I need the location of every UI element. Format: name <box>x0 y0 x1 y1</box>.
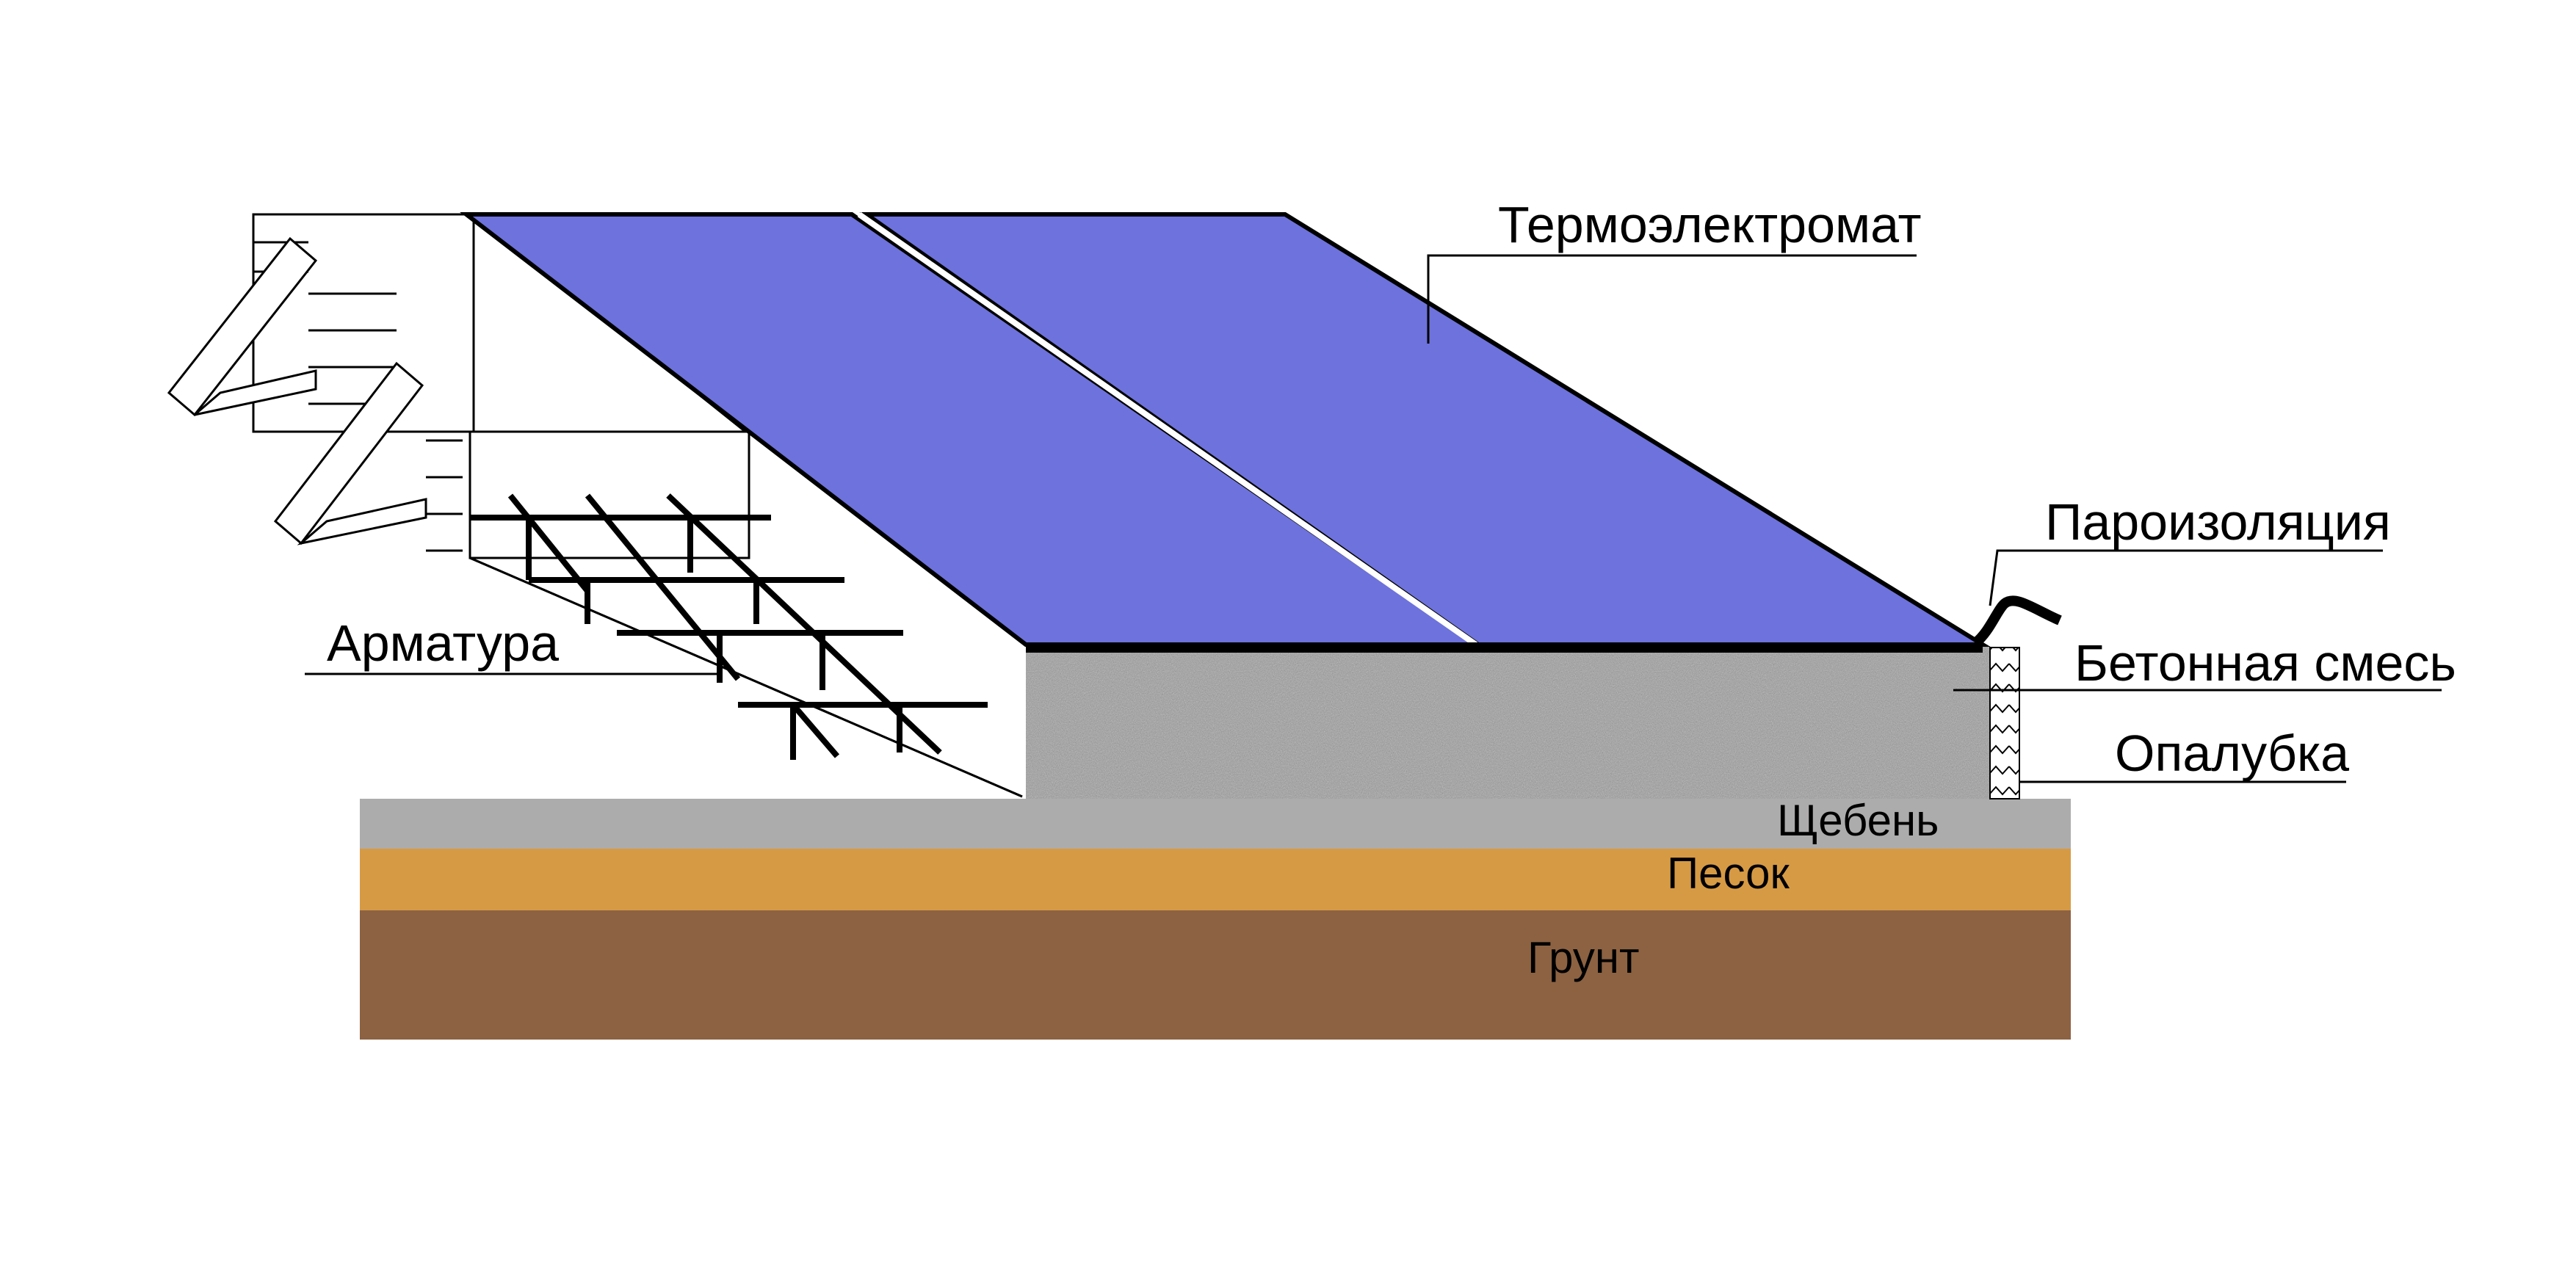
label-formwork: Опалубка <box>2115 725 2349 782</box>
mat-gap <box>857 211 1478 648</box>
label-sand: Песок <box>1667 849 1790 898</box>
label-vapor-barrier: Пароизоляция <box>2045 493 2391 551</box>
soil-layer <box>360 910 2071 1040</box>
vapor-barrier-film <box>1972 595 2062 648</box>
sand-layer <box>360 849 2071 910</box>
label-thermomat: Термоэлектромат <box>1498 196 1922 253</box>
label-gravel: Щебень <box>1777 796 1939 845</box>
label-rebar: Арматура <box>327 614 559 672</box>
label-concrete-mix: Бетонная смесь <box>2074 634 2456 692</box>
wooden-formwork <box>167 213 1023 798</box>
concrete-slab <box>1026 646 1990 799</box>
gravel-layer <box>360 799 2071 849</box>
formwork-board <box>1989 647 2020 799</box>
leader-vapor-barrier <box>1989 549 2383 606</box>
label-soil: Грунт <box>1527 933 1639 982</box>
leader-thermomat <box>1427 254 1917 344</box>
